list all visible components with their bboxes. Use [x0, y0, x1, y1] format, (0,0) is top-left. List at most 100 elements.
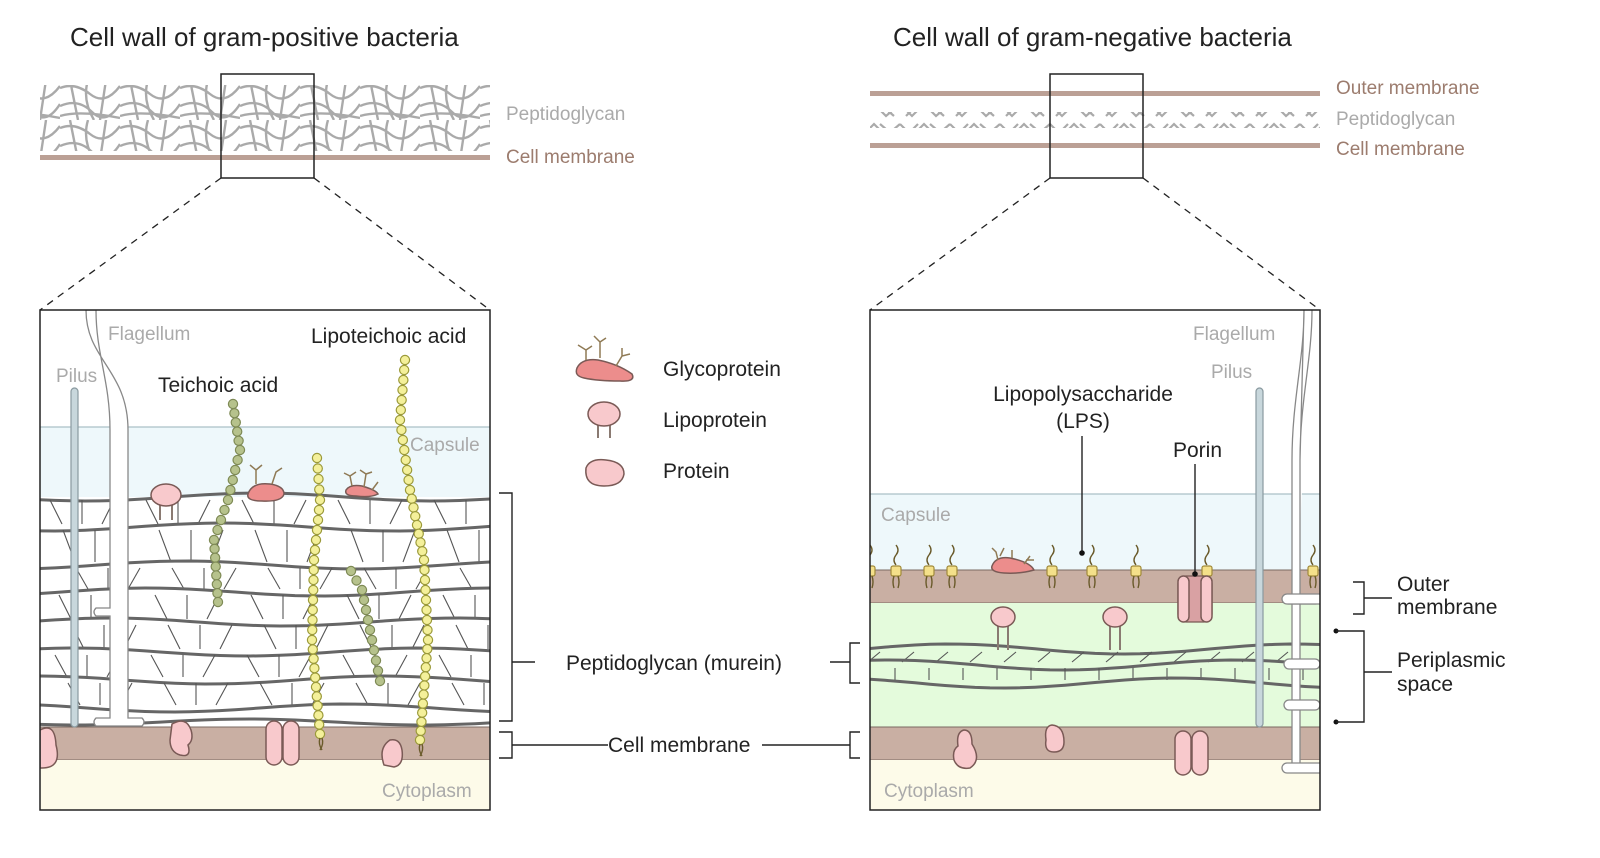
- overview-outer-membrane-line: [870, 91, 1320, 96]
- peptide-crosslink: [433, 499, 447, 525]
- cytoplasm-region: [870, 760, 1320, 810]
- zoom-guide-right: [313, 177, 491, 311]
- peptide-crosslink: [197, 499, 211, 525]
- membrane-protein: [381, 738, 404, 768]
- overview-peptidoglycan-label: Peptidoglycan: [506, 104, 625, 125]
- peptide-crosslink: [337, 499, 351, 525]
- peptide-crosslink: [355, 682, 369, 706]
- periplasmic-space-label-line2: space: [1397, 673, 1453, 696]
- zoom-box: [220, 73, 315, 179]
- overview-cell-membrane-label: Cell membrane: [506, 147, 635, 168]
- peptide-crosslink: [870, 651, 881, 662]
- detail-frame: [869, 309, 1321, 811]
- peptidoglycan-bracket-right: [830, 642, 860, 684]
- peptide-crosslink: [342, 654, 356, 678]
- right-labels: Outer membrane Periplasmic space: [1333, 573, 1506, 725]
- overview-gram-negative: Outer membrane Peptidoglycan Cell membra…: [869, 73, 1480, 311]
- capsule-region: [870, 494, 1320, 570]
- flagellum-label: Flagellum: [1193, 324, 1275, 345]
- peptide-crosslink: [158, 529, 172, 563]
- overview-gram-positive: Peptidoglycan Cell membrane: [39, 73, 635, 311]
- cytoplasm-region: [40, 760, 490, 810]
- peptide-crosslink: [223, 567, 237, 590]
- peptide-crosslink: [54, 654, 68, 678]
- peptide-crosslink: [319, 567, 333, 590]
- peptide-crosslink: [246, 654, 260, 678]
- pilus: [1255, 387, 1264, 728]
- title-gram-positive: Cell wall of gram-positive bacteria: [70, 22, 459, 52]
- overview-outer-membrane-label: Outer membrane: [1336, 78, 1480, 99]
- overview-cell-membrane-label: Cell membrane: [1336, 139, 1465, 160]
- lipoprotein: [990, 606, 1016, 650]
- peptide-crosslink: [455, 624, 469, 650]
- lps-label-line1: Lipopolysaccharide: [993, 383, 1173, 406]
- peptide-crosslink: [359, 624, 373, 650]
- legend-glycoprotein-label: Glycoprotein: [663, 358, 781, 381]
- capsule-label: Capsule: [410, 435, 480, 456]
- lps-molecule: [946, 544, 958, 589]
- peptide-crosslink: [969, 651, 983, 663]
- porin-pointer-dot: [1192, 571, 1198, 577]
- lps-label-line2: (LPS): [1056, 410, 1110, 433]
- peptide-crosslink: [446, 529, 460, 563]
- glycan-strand: [870, 676, 1320, 690]
- peptide-crosslink: [1003, 651, 1017, 663]
- glycan-strand: [870, 642, 1320, 656]
- lipoteichoic-acid-label: Lipoteichoic acid: [311, 325, 466, 348]
- porin-label: Porin: [1173, 439, 1222, 462]
- lipoteichoic-acid-chain: [306, 452, 326, 751]
- peptide-crosslink: [315, 624, 329, 650]
- peptide-crosslink: [346, 594, 360, 620]
- peptide-crosslink: [407, 682, 421, 706]
- peptide-crosslink: [219, 624, 233, 650]
- detail-gram-positive: Flagellum Pilus Teichoic acid Lipoteicho…: [39, 309, 491, 811]
- overview-cell-membrane-line: [40, 155, 490, 160]
- peptide-crosslink: [250, 594, 264, 620]
- lps-molecule: [1086, 544, 1098, 589]
- zoom-guide-left: [39, 177, 222, 311]
- peptide-crosslink: [451, 682, 465, 706]
- peptide-crosslink: [58, 594, 72, 620]
- peptide-crosslink: [145, 499, 159, 525]
- cell-membrane-bracket-right: [762, 731, 860, 759]
- peptide-crosslink: [363, 567, 377, 590]
- peptide-crosslink: [154, 594, 168, 620]
- peptide-crosslink: [167, 624, 181, 650]
- peptide-crosslink: [259, 682, 273, 706]
- peptide-crosslink: [1071, 651, 1085, 663]
- glycan-strand: [870, 658, 1320, 672]
- overview-cell-membrane-line: [870, 143, 1320, 148]
- flagellum: [85, 310, 145, 727]
- protein-icon: [585, 458, 625, 487]
- periplasmic-space-bracket: [1336, 630, 1392, 723]
- cell-membrane: [40, 726, 490, 761]
- glycoprotein: [343, 469, 380, 498]
- peptide-crosslink: [438, 654, 452, 678]
- cell-membrane-bracket-left: [499, 731, 608, 759]
- lps-pointer-dot: [1079, 550, 1085, 556]
- lipoprotein: [1102, 606, 1128, 650]
- peptide-crosslink: [1139, 651, 1153, 663]
- lps-molecule: [890, 544, 902, 589]
- peptide-crosslink: [411, 624, 425, 650]
- outer-membrane-label-line2: membrane: [1397, 596, 1497, 619]
- channel-protein: [265, 720, 300, 766]
- legend-protein-label: Protein: [663, 460, 730, 483]
- peptide-crosslink: [163, 682, 177, 706]
- teichoic-acid-chain: [345, 565, 386, 687]
- cell-membrane: [870, 726, 1320, 761]
- peptidoglycan-murein-label: Peptidoglycan (murein): [566, 652, 782, 675]
- peptide-crosslink: [350, 529, 364, 563]
- peptide-crosslink: [171, 567, 185, 590]
- legend: Glycoprotein Lipoprotein Protein: [575, 335, 781, 487]
- peptide-crosslink: [202, 654, 216, 678]
- outer-membrane-label-line1: Outer: [1397, 573, 1450, 596]
- lps-molecule: [1307, 544, 1319, 589]
- periplasmic-space-label-line1: Periplasmic: [1397, 649, 1506, 672]
- peptide-crosslink: [49, 499, 63, 525]
- teichoic-acid-chain: [208, 398, 246, 608]
- peptide-crosslink: [241, 499, 255, 525]
- lps-molecule: [923, 544, 935, 589]
- lps-molecule: [1046, 544, 1058, 589]
